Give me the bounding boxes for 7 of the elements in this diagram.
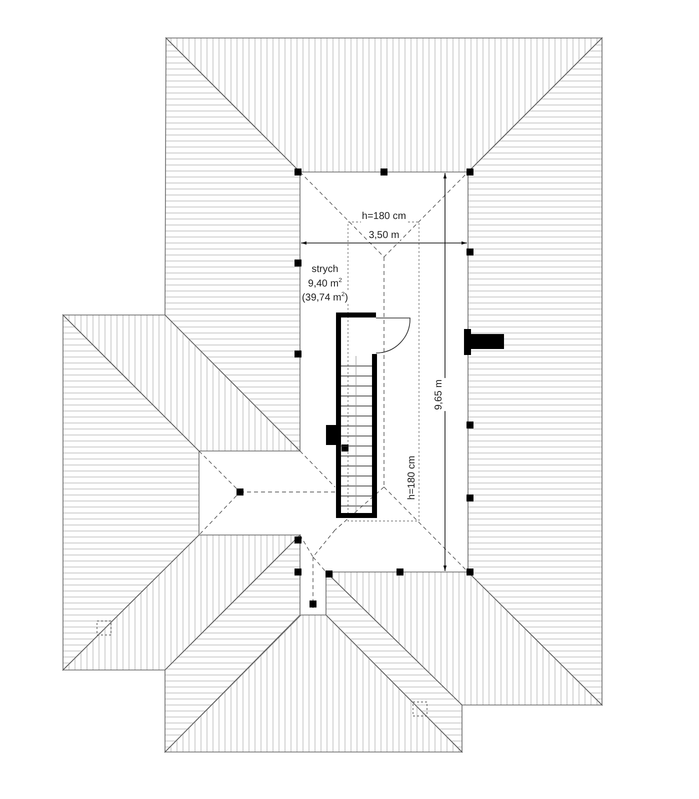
dimension-label: 9,65 m (433, 378, 445, 412)
area-label: 9,40 m$^{2}$ (307, 278, 343, 290)
dimension-label: 3,50 m (368, 230, 400, 242)
height-label: h=180 cm (406, 454, 418, 502)
height-label: h=180 cm (360, 211, 408, 223)
room-name: strych (310, 264, 340, 276)
area-label: (39,74 m$^{2}$) (300, 292, 350, 304)
